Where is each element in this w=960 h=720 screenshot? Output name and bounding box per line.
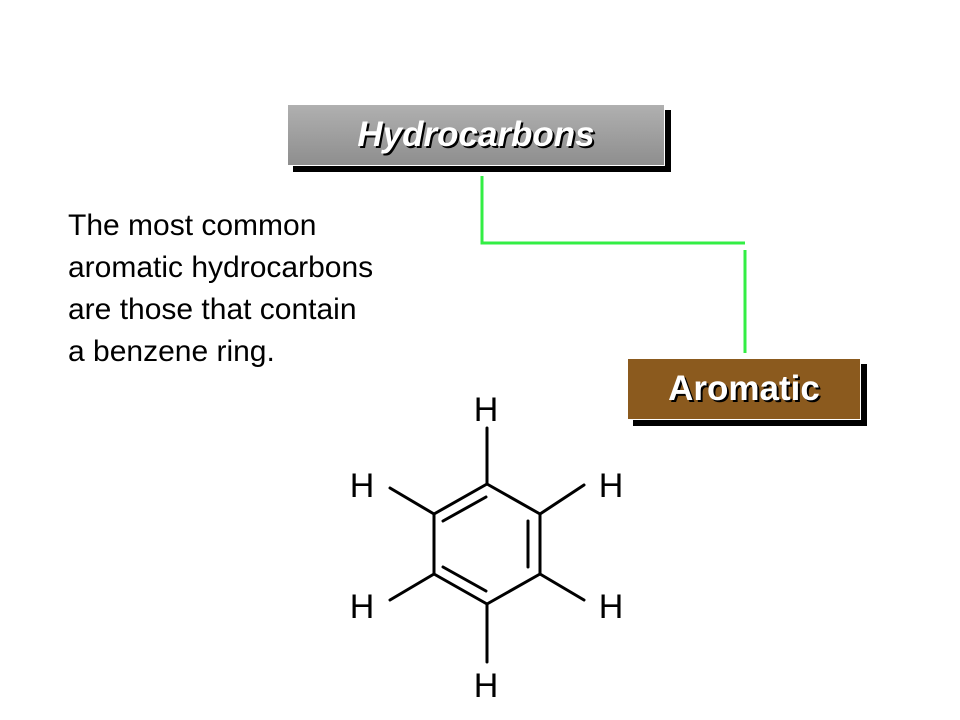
ch-bond-lower-left bbox=[388, 572, 436, 602]
ring-bond-6 bbox=[432, 482, 489, 516]
ch-bond-upper-right bbox=[538, 483, 586, 516]
ch-bond-upper-left bbox=[388, 486, 436, 516]
hydrocarbons-box: Hydrocarbons bbox=[287, 104, 665, 166]
hydrogen-upper-left: H bbox=[350, 467, 375, 505]
description-text: The most common aromatic hydrocarbons ar… bbox=[68, 209, 374, 368]
connector-line bbox=[480, 176, 745, 245]
hydrogen-lower-left: H bbox=[350, 588, 375, 626]
ch-bond-lower-right bbox=[538, 572, 586, 602]
hydrocarbons-label: Hydrocarbons bbox=[357, 115, 595, 154]
double-bond-lower-left bbox=[441, 565, 488, 593]
ring-bond-1 bbox=[485, 482, 542, 516]
double-bond-upper-left bbox=[441, 495, 488, 523]
ring-bond-4 bbox=[432, 572, 489, 606]
hydrogen-lower-right: H bbox=[599, 588, 624, 626]
aromatic-label: Aromatic bbox=[668, 369, 820, 408]
hydrogen-bottom: H bbox=[474, 667, 499, 705]
hydrogen-top: H bbox=[474, 391, 499, 429]
ring-bond-3 bbox=[485, 572, 542, 606]
hydrogen-upper-right: H bbox=[599, 467, 624, 505]
aromatic-box: Aromatic bbox=[627, 358, 861, 420]
